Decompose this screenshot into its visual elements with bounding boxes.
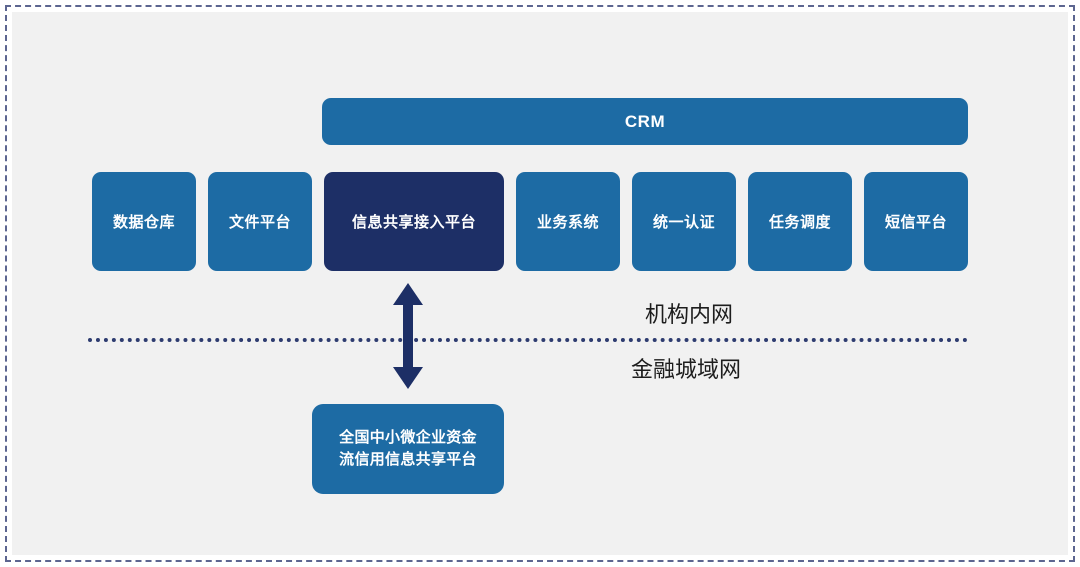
system-box[interactable]: 任务调度 bbox=[748, 172, 852, 271]
system-box[interactable]: 文件平台 bbox=[208, 172, 312, 271]
sharing-platform-line1: 全国中小微企业资金 bbox=[339, 429, 477, 447]
network-label-intranet: 机构内网 bbox=[645, 302, 734, 327]
system-boxes-row: 数据仓库 文件平台 信息共享接入平台 业务系统 统一认证 任务调度 短信平台 bbox=[92, 172, 968, 271]
system-box-label: 短信平台 bbox=[884, 214, 947, 231]
system-box[interactable]: 统一认证 bbox=[632, 172, 736, 271]
sharing-platform-box[interactable]: 全国中小微企业资金 流信用信息共享平台 bbox=[312, 404, 504, 494]
double-headed-arrow-icon bbox=[390, 283, 426, 389]
crm-label: CRM bbox=[624, 111, 666, 131]
diagram-panel bbox=[12, 12, 1068, 555]
system-box-label: 信息共享接入平台 bbox=[351, 214, 476, 231]
network-label-metro: 金融城域网 bbox=[631, 357, 742, 382]
system-box[interactable]: 数据仓库 bbox=[92, 172, 196, 271]
system-box-label: 业务系统 bbox=[536, 214, 599, 231]
crm-bar[interactable]: CRM bbox=[322, 98, 968, 145]
system-box-label: 任务调度 bbox=[768, 214, 831, 231]
system-box[interactable]: 业务系统 bbox=[516, 172, 620, 271]
sharing-platform-line2: 流信用信息共享平台 bbox=[339, 451, 477, 468]
sharing-platform-label: 全国中小微企业资金 流信用信息共享平台 bbox=[325, 427, 491, 471]
system-box-label: 数据仓库 bbox=[112, 214, 175, 231]
system-box-label: 统一认证 bbox=[652, 214, 715, 231]
system-box[interactable]: 信息共享接入平台 bbox=[324, 172, 504, 271]
system-box[interactable]: 短信平台 bbox=[864, 172, 968, 271]
system-box-label: 文件平台 bbox=[228, 214, 291, 231]
network-divider-line bbox=[88, 338, 968, 342]
